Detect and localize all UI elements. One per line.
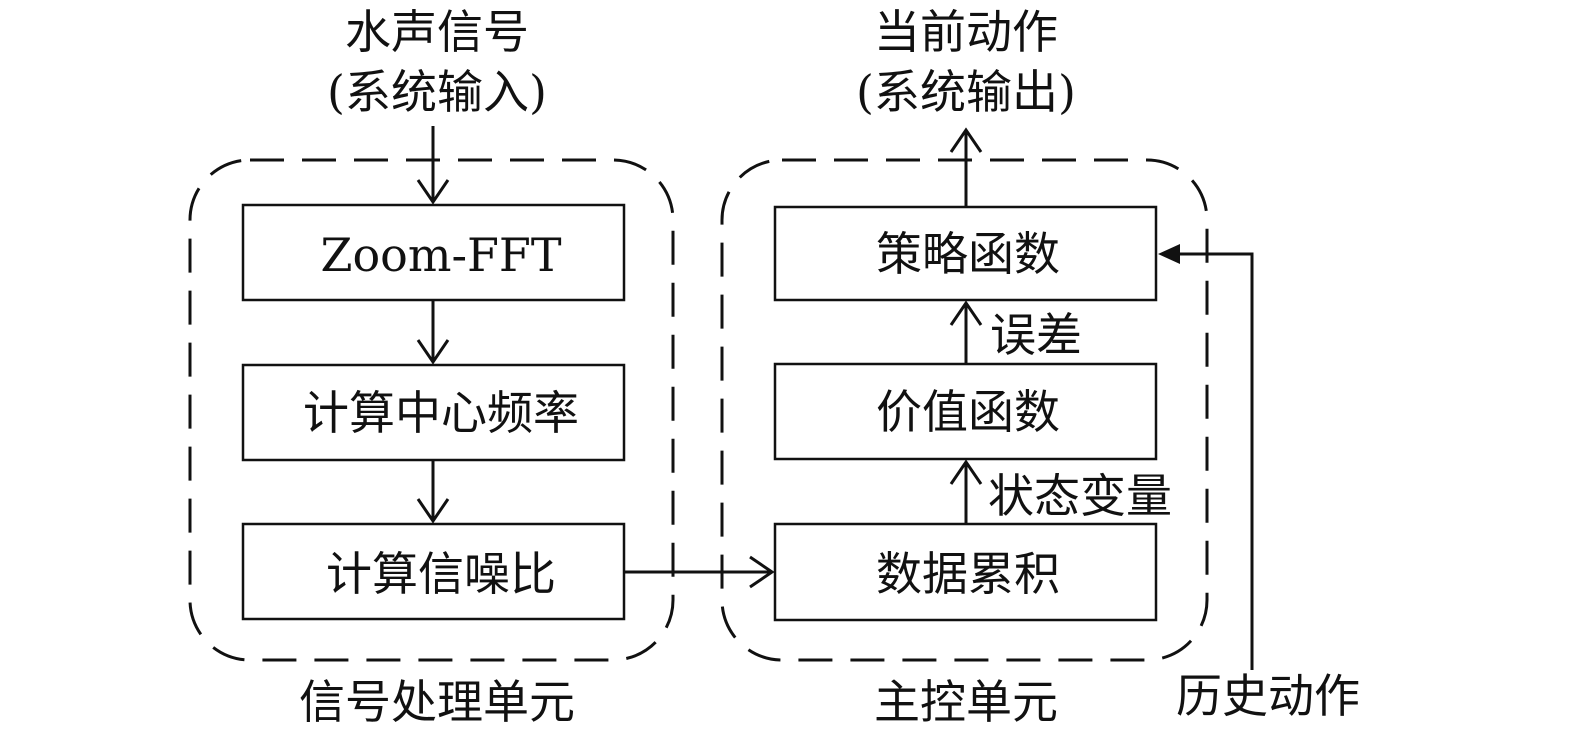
data-accumulation-label: 数据累积 <box>876 547 1060 601</box>
fft-to-center-arrow-head <box>416 339 450 365</box>
output-subtitle: (系统输出) <box>856 65 1076 119</box>
state-variable-label: 状态变量 <box>988 469 1172 523</box>
value-to-policy-arrow-head <box>949 300 983 326</box>
zoom-fft-label: Zoom-FFT <box>320 228 561 282</box>
policy-function-label: 策略函数 <box>876 227 1060 281</box>
center-to-snr-arrow-head <box>416 498 450 524</box>
history-feedback-arrow-head <box>1158 244 1180 264</box>
snr-block <box>241 522 626 621</box>
output-title: 当前动作 <box>874 5 1058 59</box>
error-label: 误差 <box>990 308 1082 362</box>
history-feedback-line <box>1178 252 1254 670</box>
accum-to-value-arrow-head <box>949 459 983 485</box>
input-title: 水声信号 <box>345 5 529 59</box>
center-frequency-label: 计算中心频率 <box>303 386 579 440</box>
value-function-label: 价值函数 <box>876 385 1060 439</box>
snr-label: 计算信噪比 <box>326 547 556 601</box>
signal-unit-label: 信号处理单元 <box>299 675 575 729</box>
input-subtitle: (系统输入) <box>327 65 547 119</box>
history-action-label: 历史动作 <box>1176 669 1360 723</box>
policy-to-output-arrow-head <box>949 127 983 153</box>
policy-function-block <box>773 205 1158 302</box>
value-function-block <box>773 362 1158 461</box>
data-accumulation-block <box>773 522 1158 622</box>
center-frequency-block <box>241 363 626 462</box>
input-arrow-head <box>416 179 450 205</box>
zoom-fft-block <box>241 203 626 302</box>
snr-to-accum-arrow-head <box>749 555 775 589</box>
control-unit-label: 主控单元 <box>874 675 1058 729</box>
